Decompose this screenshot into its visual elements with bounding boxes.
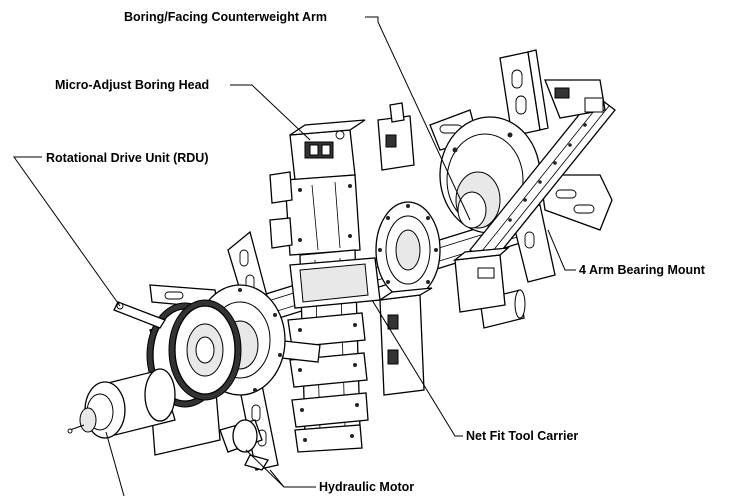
callout-rdu: Rotational Drive Unit (RDU) <box>13 151 209 307</box>
callout-boring-head: Micro-Adjust Boring Head <box>55 78 311 141</box>
leader-tool-carrier <box>371 299 463 437</box>
vertical-column <box>269 119 381 453</box>
callout-tool-carrier: Net Fit Tool Carrier <box>371 299 578 443</box>
callout-bearing-mount: 4 Arm Bearing Mount <box>547 229 706 277</box>
callout-counterweight-arm: Boring/Facing Counterweight Arm <box>124 10 471 221</box>
label-bearing-mount: 4 Arm Bearing Mount <box>579 263 706 277</box>
label-rdu: Rotational Drive Unit (RDU) <box>46 151 209 165</box>
leader-counterweight-arm <box>365 16 471 221</box>
label-counterweight-arm: Boring/Facing Counterweight Arm <box>124 10 327 24</box>
hydraulic-motor <box>67 368 263 453</box>
leader-bearing-mount <box>547 229 576 271</box>
leader-rdu <box>13 156 121 307</box>
shaft-flange <box>375 201 441 299</box>
callout-hydraulic-motor: Hydraulic Motor <box>245 449 414 494</box>
leader-hydraulic-motor-2 <box>269 469 285 488</box>
leader-bottom-left <box>105 431 125 496</box>
label-tool-carrier: Net Fit Tool Carrier <box>466 429 578 443</box>
leader-boring-head <box>230 84 311 141</box>
label-boring-head: Micro-Adjust Boring Head <box>55 78 209 92</box>
label-hydraulic-motor: Hydraulic Motor <box>319 480 414 494</box>
machine-drawing <box>67 49 616 471</box>
callout-unlabeled-pointer <box>105 431 125 496</box>
tool-carrier-blocks <box>377 102 510 396</box>
